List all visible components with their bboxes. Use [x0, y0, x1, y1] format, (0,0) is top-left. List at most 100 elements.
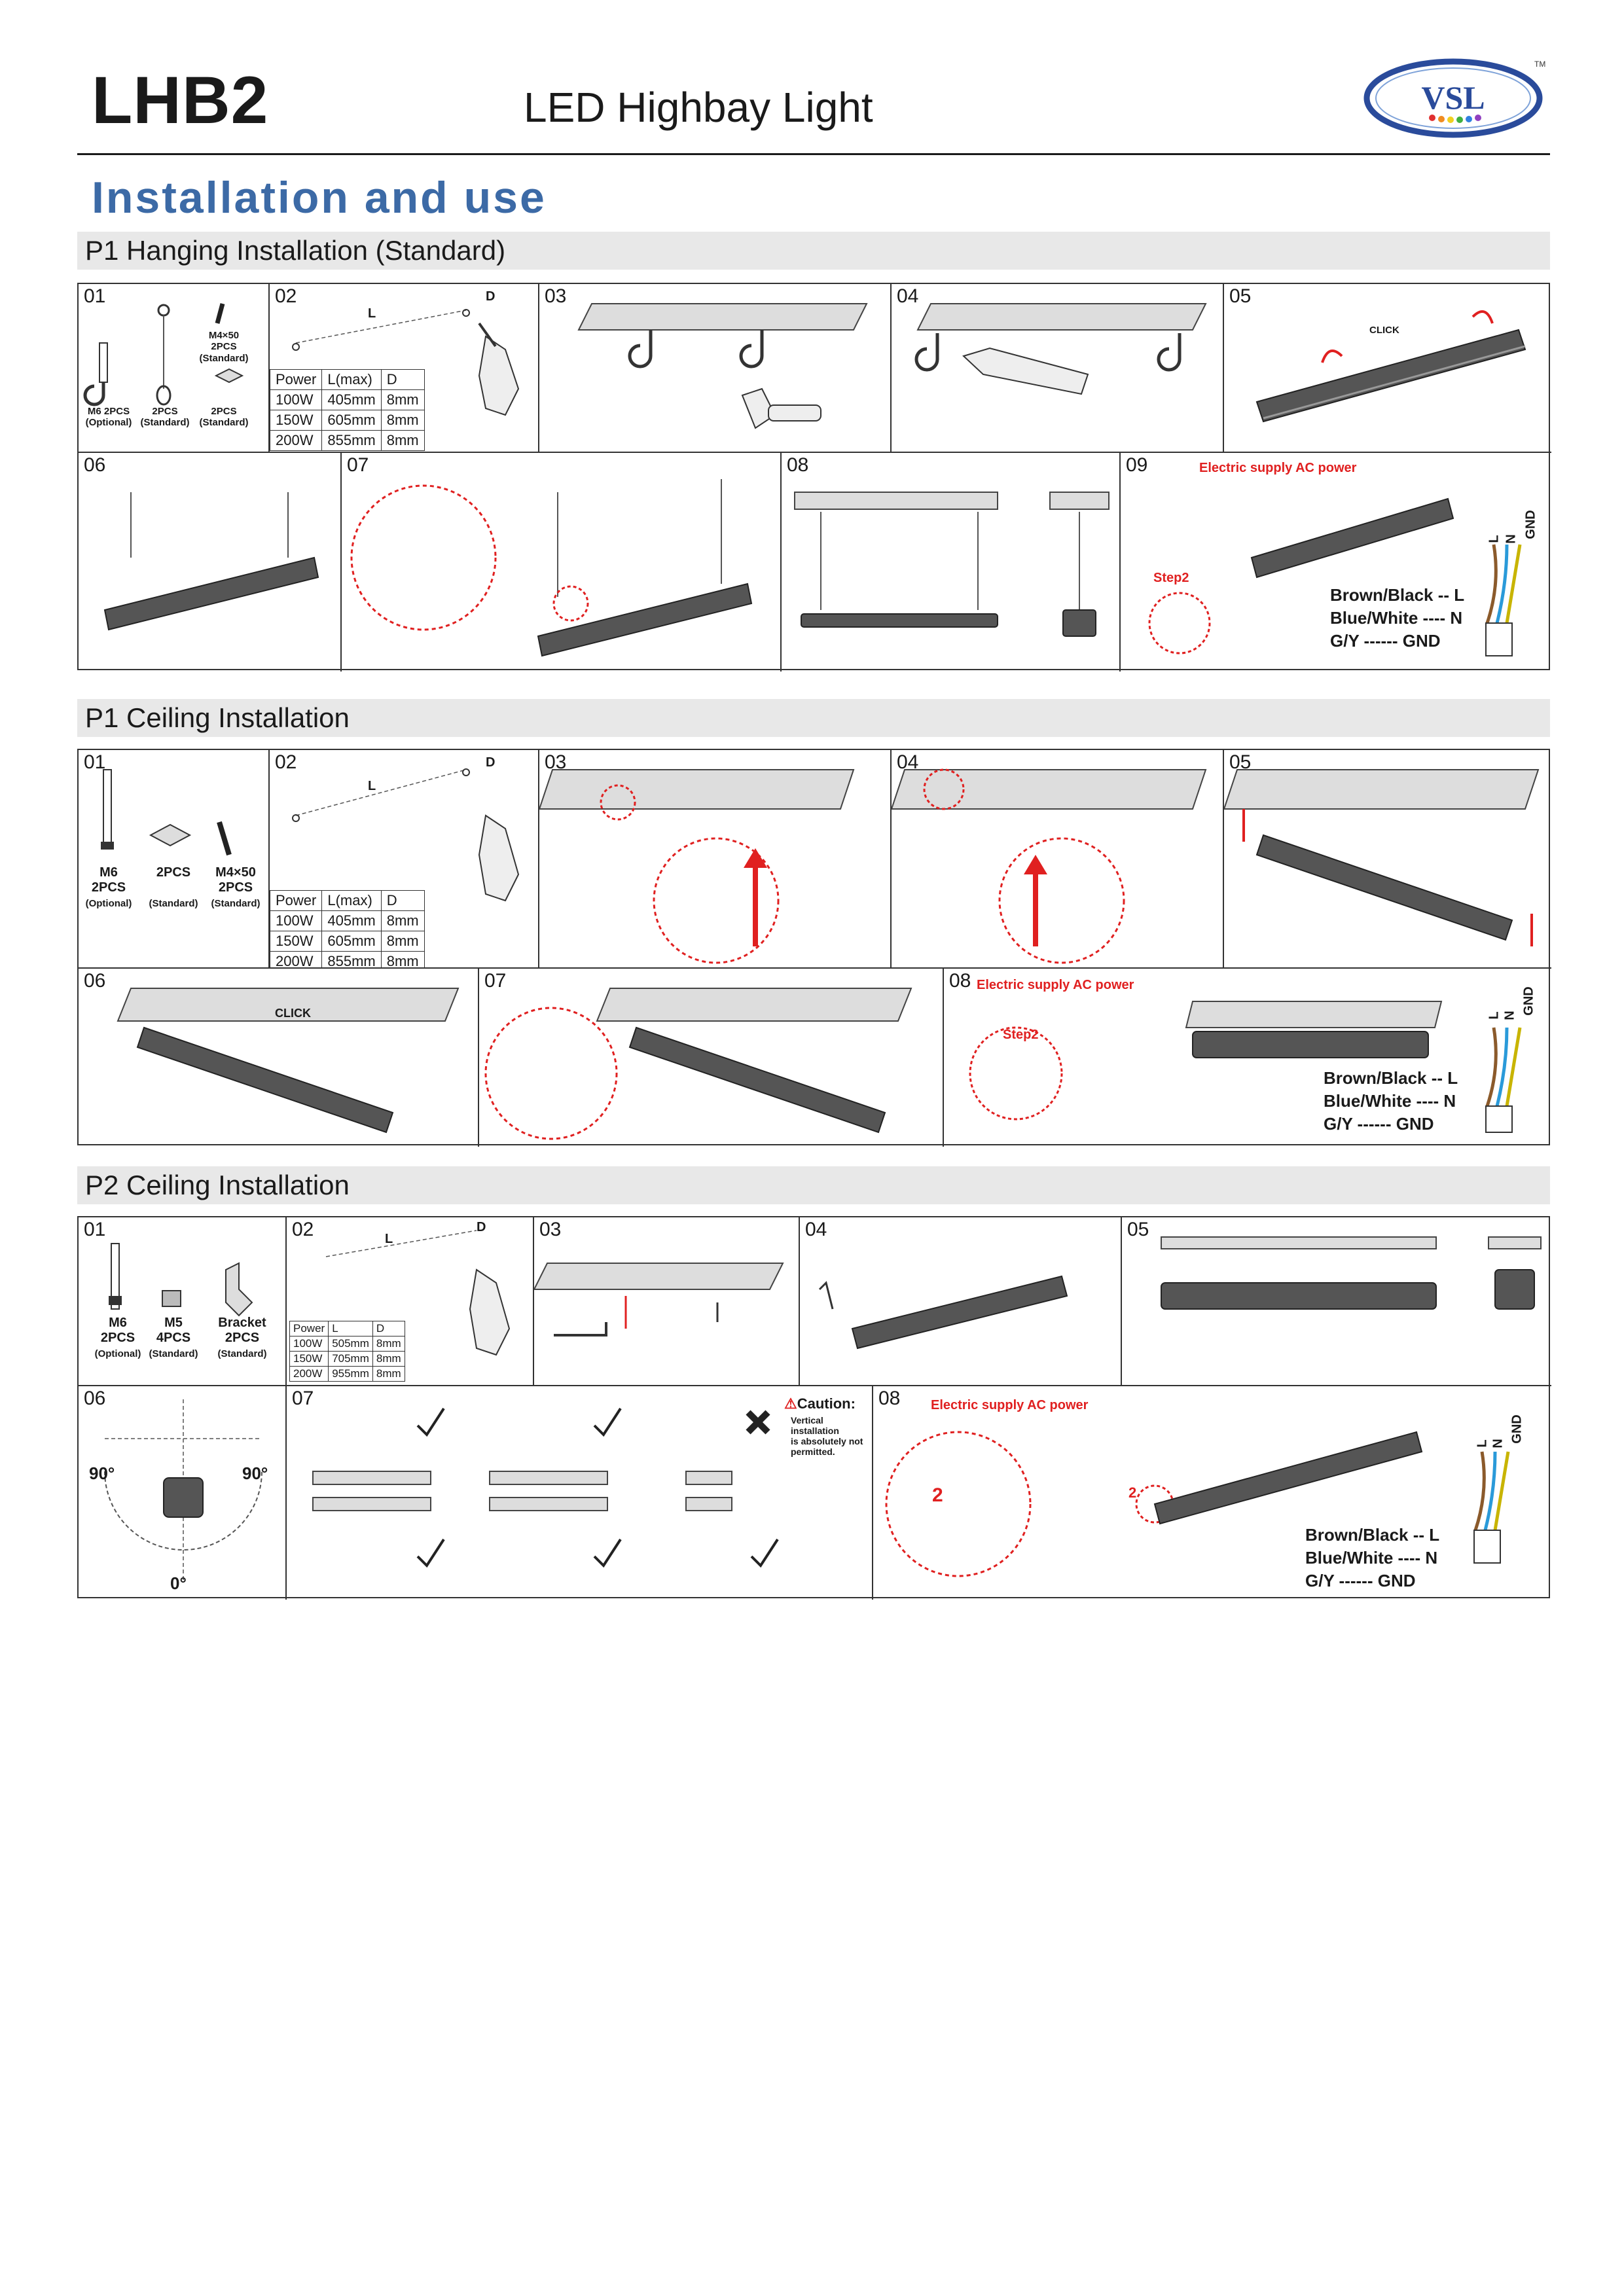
step-cell: 04: [892, 750, 1224, 969]
wire-label: L: [1475, 1439, 1490, 1448]
wiring-icon: [885, 1431, 1510, 1577]
parts-icon: [83, 303, 244, 406]
p1-ceiling-grid: 01 M6 2PCS(Optional) 2PCS(Standard) M4×5…: [77, 749, 1551, 1147]
step-number: 01: [84, 285, 106, 307]
step-number: 06: [84, 970, 106, 992]
step-cell: 01 M6 2PCS(Optional) M5 4PCS(Standard) B…: [79, 1217, 287, 1386]
product-model: LHB2: [92, 63, 269, 137]
step-number: 03: [545, 751, 567, 773]
step-number: 06: [84, 1388, 106, 1409]
step-cell: 07: [479, 969, 944, 1147]
step-number: 09: [1126, 454, 1148, 476]
angle-label: 90°: [242, 1463, 268, 1483]
step-number-2: 2: [932, 1484, 943, 1506]
wrench-icon: [914, 303, 1207, 395]
step-number: 04: [897, 285, 919, 307]
section-title: P2 Ceiling Installation: [85, 1170, 350, 1200]
step-cell: 07 ⚠Caution: Vertical installation is ab…: [287, 1386, 873, 1600]
wire-label: N: [1504, 534, 1519, 544]
orientation-icon: [312, 1407, 779, 1568]
part-label: M6 2PCS(Optional): [94, 1316, 141, 1359]
parts-icon: [109, 1243, 253, 1317]
header-divider: [77, 153, 1550, 155]
ceiling-clip-icon: [892, 768, 1207, 964]
step-cell: 06 90° 90° 0°: [79, 1386, 287, 1600]
step-cell: 03: [539, 750, 892, 969]
product-subtitle: LED Highbay Light: [524, 84, 873, 131]
step-number: 04: [805, 1219, 827, 1240]
part-label: M4×50 2PCS(Standard): [211, 865, 261, 909]
wiring-icon: [969, 1001, 1522, 1133]
step-number: 03: [545, 285, 567, 307]
step-cell: 04: [892, 284, 1224, 453]
step-cell: 06: [79, 453, 342, 672]
caution-title: ⚠Caution:: [784, 1395, 856, 1412]
wire-label: GND: [1521, 986, 1536, 1016]
dim-label: D: [486, 289, 496, 304]
wire-label: L: [1487, 535, 1502, 543]
section-header-p1-ceiling: P1 Ceiling Installation: [77, 699, 1550, 737]
step2-label: Step2: [1153, 571, 1189, 585]
wiring-icon: [1148, 497, 1522, 656]
section-header-p2-ceiling: P2 Ceiling Installation: [77, 1166, 1550, 1204]
step2-label: Step2: [1003, 1028, 1039, 1042]
section-title: P1 Ceiling Installation: [85, 702, 350, 733]
hanging-luminaire-icon: [103, 492, 319, 631]
click-label: CLICK: [1369, 325, 1399, 336]
ceiling-luminaire-icon: [1224, 769, 1540, 946]
step-number: 06: [84, 454, 106, 476]
step-cell: 06 CLICK: [79, 969, 479, 1147]
step-number: 05: [1229, 751, 1252, 773]
angle-icon: [104, 1399, 262, 1583]
step-number: 07: [484, 970, 507, 992]
part-label: M6 2PCS(Optional): [85, 406, 132, 429]
ceiling-drill-icon: [534, 1263, 784, 1336]
section-header-p1-hanging: P1 Hanging Installation (Standard): [77, 232, 1550, 270]
wire-label: N: [1490, 1439, 1506, 1448]
p2-ceiling-grid: 01 M6 2PCS(Optional) M5 4PCS(Standard) B…: [77, 1216, 1551, 1600]
click-luminaire-icon: [117, 988, 460, 1134]
angle-label: 0°: [170, 1573, 187, 1593]
hanging-detail-icon: [350, 479, 753, 657]
dim-label: L: [385, 1232, 393, 1246]
step-number: 08: [949, 970, 971, 992]
supply-label: Electric supply AC power: [1199, 461, 1357, 475]
part-label: 2PCS(Standard): [140, 406, 190, 429]
step-cell: 03: [534, 1217, 800, 1386]
step-number: 01: [84, 751, 106, 773]
step-number: 03: [539, 1219, 562, 1240]
screw-tighten-icon: [484, 988, 912, 1140]
step-number: 08: [787, 454, 809, 476]
ceiling-hang-icon: [794, 492, 1110, 637]
parts-icon: [101, 769, 232, 856]
step-number: 02: [292, 1219, 314, 1240]
step-cell: 04: [800, 1217, 1122, 1386]
step-cell: 08 Electric supply AC power Step2 L N GN…: [944, 969, 1551, 1147]
click-label: CLICK: [275, 1007, 311, 1020]
part-label: M4×50 2PCS(Standard): [199, 330, 249, 364]
logo-tm: TM: [1534, 60, 1545, 69]
step-cell: 09 Electric supply AC power Step2 L N GN…: [1121, 453, 1551, 672]
step-cell: 05: [1122, 1217, 1551, 1386]
luminaire-icon: [1255, 310, 1526, 423]
part-label: 2PCS(Standard): [149, 865, 198, 909]
step-number: 07: [292, 1388, 314, 1409]
step-cell: 05 CLICK: [1224, 284, 1551, 453]
p1-hanging-grid: 01 M6 2PCS(Optional) 2PCS(Standard) M4×5…: [77, 283, 1551, 672]
mounted-luminaire-icon: [1161, 1236, 1542, 1310]
wire-label: GND: [1523, 510, 1538, 539]
logo-text: VSL: [1421, 79, 1485, 116]
step-number: 04: [897, 751, 919, 773]
part-label: 2PCS(Standard): [199, 406, 249, 429]
page-title: Installation and use: [92, 173, 547, 223]
step-cell: 01 M6 2PCS(Optional) 2PCS(Standard) M4×5…: [79, 284, 270, 453]
step-number: 05: [1229, 285, 1252, 307]
angle-label: 90°: [89, 1463, 115, 1483]
drill-icon: [292, 768, 520, 902]
wire-label: L: [1487, 1011, 1502, 1020]
section-title: P1 Hanging Installation (Standard): [85, 235, 506, 266]
step-cell: 07: [342, 453, 782, 672]
step-cell: 08 Electric supply AC power 2 2 L N GND …: [873, 1386, 1551, 1600]
